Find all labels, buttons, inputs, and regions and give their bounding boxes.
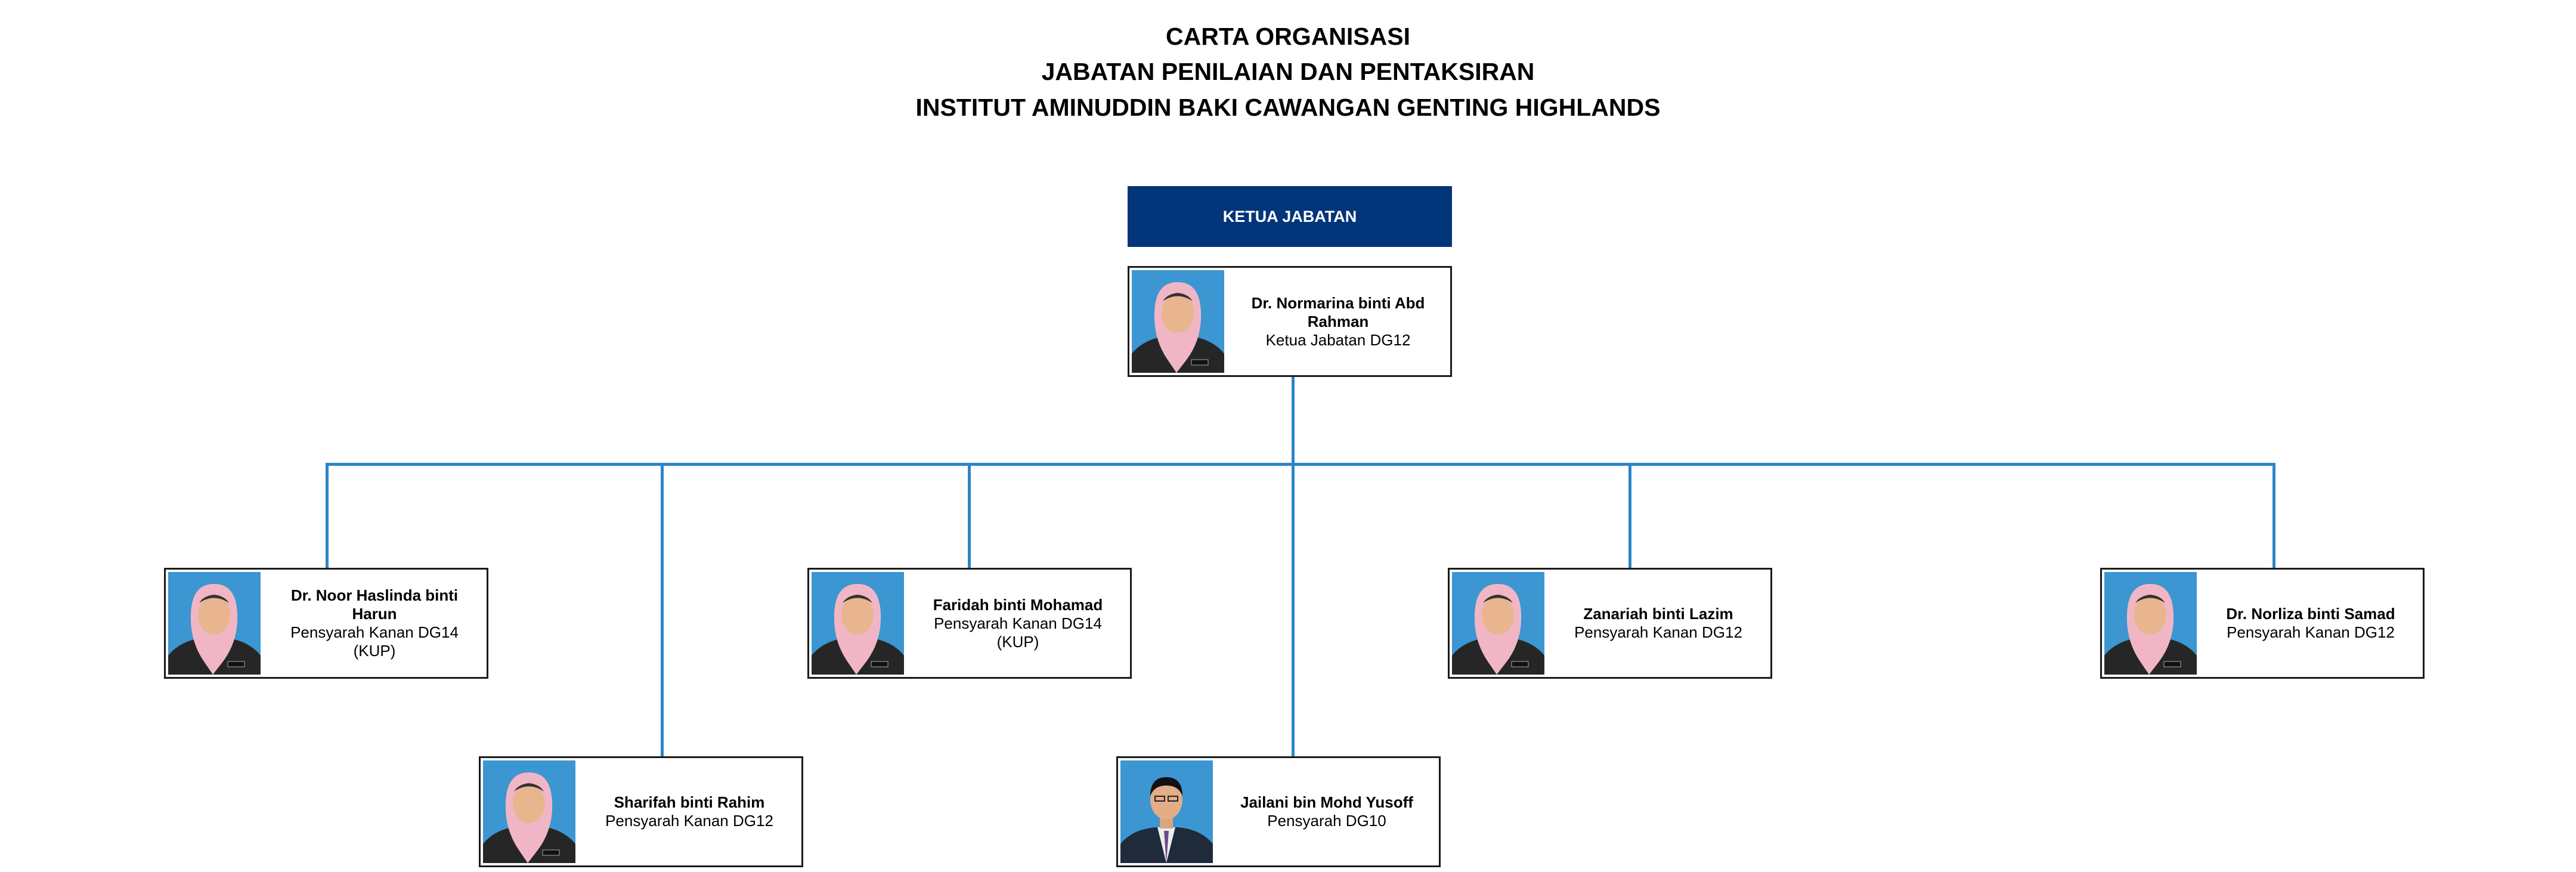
portrait-female-icon <box>1132 270 1224 373</box>
department-title: JABATAN PENILAIAN DAN PENTAKSIRAN <box>1041 58 1535 85</box>
staff-position: Pensyarah Kanan DG12 <box>605 812 773 830</box>
head-of-department-header: KETUA JABATAN <box>1128 186 1452 247</box>
staff-position: Pensyarah DG10 <box>1267 812 1386 830</box>
portrait-female-icon <box>1452 572 1544 675</box>
staff-photo <box>1120 760 1213 863</box>
staff-name: Dr. Norliza binti Samad <box>2226 605 2395 623</box>
staff-position: Pensyarah Kanan DG14 <box>934 614 1102 632</box>
connector-drop <box>1628 463 1631 570</box>
portrait-female-icon <box>812 572 904 675</box>
staff-position: Pensyarah Kanan DG12 <box>2227 623 2395 641</box>
connector-drop <box>968 463 971 570</box>
staff-position: Pensyarah Kanan DG14 <box>290 623 459 641</box>
staff-position: Pensyarah Kanan DG12 <box>1574 623 1742 641</box>
staff-name: Sharifah binti Rahim <box>614 793 765 811</box>
portrait-female-icon <box>483 760 575 863</box>
staff-name: Dr. Normarina binti Abd Rahman <box>1251 293 1425 330</box>
staff-note: (KUP) <box>353 642 396 660</box>
staff-position: Ketua Jabatan DG12 <box>1265 330 1411 349</box>
staff-photo <box>1132 270 1224 373</box>
connector-drop <box>2272 463 2275 570</box>
connector-drop <box>1292 463 1295 757</box>
institute-title: INSTITUT AMINUDDIN BAKI CAWANGAN GENTING… <box>915 94 1661 121</box>
staff-name: Zanariah binti Lazim <box>1583 605 1733 623</box>
portrait-male-icon <box>1120 760 1213 863</box>
portrait-female-icon <box>2104 572 2197 675</box>
staff-photo <box>2104 572 2197 675</box>
staff-photo <box>1452 572 1544 675</box>
staff-photo <box>483 760 575 863</box>
connector-drop <box>326 463 329 570</box>
staff-name: Dr. Noor Haslinda binti Harun <box>290 586 459 623</box>
staff-name: Jailani bin Mohd Yusoff <box>1240 793 1413 811</box>
staff-photo <box>812 572 904 675</box>
staff-note: (KUP) <box>996 632 1039 651</box>
staff-name: Faridah binti Mohamad <box>933 595 1103 614</box>
chart-title: CARTA ORGANISASI <box>1166 23 1410 50</box>
connector-head-trunk <box>1292 377 1295 465</box>
staff-photo <box>168 572 261 675</box>
connector-horizontal <box>326 463 2275 466</box>
portrait-female-icon <box>168 572 261 675</box>
connector-drop <box>661 463 664 757</box>
